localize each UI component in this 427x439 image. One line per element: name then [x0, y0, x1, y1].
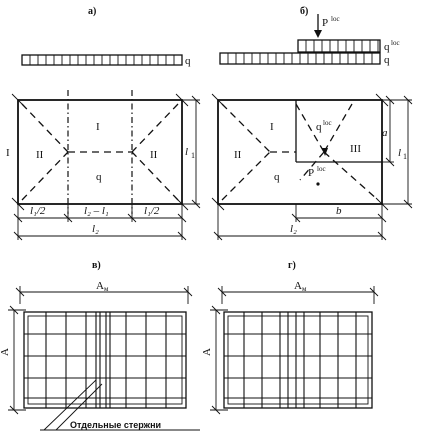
dim-b-b: b — [336, 205, 342, 217]
dim-bottom-a — [13, 204, 187, 241]
dim-top-c — [15, 286, 193, 304]
leader-line-c — [43, 379, 97, 431]
slab-a — [17, 99, 183, 205]
dim-top-c-label: A — [96, 280, 104, 292]
zone-qloc-b: q — [316, 121, 322, 133]
dim-l1-b: l — [398, 147, 401, 159]
point-load-sup: loc — [331, 15, 340, 23]
load-ticks-b — [227, 53, 373, 64]
separate-bars-note: Отдельные стержни — [70, 420, 161, 430]
panel-a: а) q I q II II I — [6, 6, 201, 241]
panel-c: в) A м A Отдельные стержни — [0, 260, 200, 431]
zone-II-b: II — [234, 149, 242, 161]
qloc-label: q — [384, 41, 390, 53]
panel-d: г) A м A — [201, 260, 379, 415]
side-label-left-a: I — [6, 147, 10, 159]
dim3-a: l₁/2 — [144, 205, 160, 217]
point-load-label: P — [322, 17, 328, 29]
zone-q-b: q — [274, 171, 280, 183]
dim2-a: l₂ – l₁ — [84, 205, 109, 217]
dim-l1-a — [182, 95, 201, 209]
dim-total-b: l₂ — [290, 223, 297, 235]
dim-l1-label-a: l — [185, 146, 188, 158]
zone-I-b: I — [270, 121, 274, 133]
load-label-q-a: q — [185, 55, 191, 67]
qloc-ticks — [305, 40, 379, 52]
dim-top-d-label: A — [294, 280, 302, 292]
zone-III-b: III — [350, 143, 361, 155]
zone-p-b: P — [308, 167, 314, 179]
caption-c: в) — [92, 260, 101, 271]
zone-q-a: q — [96, 171, 102, 183]
point-load-arrowhead — [314, 30, 322, 38]
mesh-bars-d — [224, 312, 372, 408]
dim-top-c-sub: м — [104, 285, 109, 293]
mesh-bars-c — [24, 312, 186, 408]
load-label-q-b: q — [384, 54, 390, 66]
mesh-outer-c — [23, 311, 187, 409]
yield-lines-b — [221, 103, 379, 201]
caption-a: а) — [88, 6, 96, 17]
slab-b — [217, 99, 383, 205]
zone-II-right-a: II — [150, 149, 158, 161]
dim-side-c-label: A — [0, 348, 11, 356]
leader-line-c2 — [55, 383, 103, 431]
zone-I-a: I — [96, 121, 100, 133]
dim-side-d-label: A — [201, 348, 213, 356]
point-load-location — [316, 182, 320, 186]
yield-lines-a — [21, 90, 179, 214]
dim-side-c — [8, 305, 26, 415]
load-strip-a — [21, 54, 183, 66]
mesh-inner-d — [227, 315, 369, 405]
caption-d: г) — [288, 260, 296, 271]
zone-II-left-a: II — [36, 149, 44, 161]
dim-top-d — [217, 286, 379, 304]
mesh-outer-d — [223, 311, 373, 409]
dim-right-b — [382, 95, 413, 209]
qloc-strip — [297, 39, 381, 53]
qloc-sup: loc — [391, 39, 400, 47]
mesh-inner-c — [27, 315, 183, 405]
panel-b: б) P loc q loc q — [211, 6, 413, 241]
caption-b: б) — [300, 6, 308, 17]
dim-bottom-b — [213, 204, 387, 241]
dim-side-d — [210, 305, 228, 415]
dim-l1-sub-b: 1 — [403, 152, 407, 161]
dim1-a: l₁/2 — [30, 205, 46, 217]
dim-l1-sub-a: 1 — [191, 151, 195, 160]
zone-qloc-sup-b: loc — [323, 119, 332, 127]
zone-p-sup-b: loc — [317, 165, 326, 173]
dim-total-a: l₂ — [92, 223, 99, 235]
dim-a-b: a — [382, 127, 388, 139]
dim-top-d-sub: м — [302, 285, 307, 293]
